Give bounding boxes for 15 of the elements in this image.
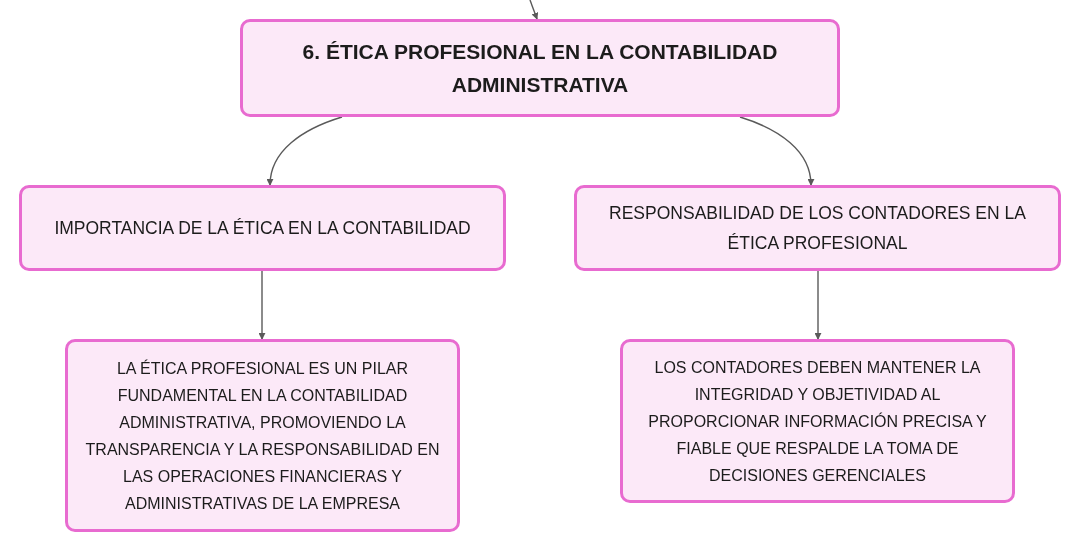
topic-box <box>240 19 840 117</box>
description-box <box>65 339 460 532</box>
node-label: RESPONSABILIDAD DE LOS CONTADORES EN LA ÉTICA PROFESIONAL <box>608 202 1027 255</box>
node-label: LA ÉTICA PROFESIONAL ES UN PILAR FUNDAMENTAL EN LA CONTABILIDAD ADMINISTRATIVA, PROMOVIENDO LA TRANSPARENCIA Y LA RESPONSABILIDAD EN LAS OPERACIONES FINANCIERAS Y ADMINISTRATIVAS DE LA EMPRESA <box>84 358 441 514</box>
subtopic-box <box>19 185 506 271</box>
connector-arrow <box>529 0 539 20</box>
connector-arrow <box>258 270 266 340</box>
description-box <box>620 339 1015 503</box>
connector-arrow <box>739 116 814 186</box>
node-label: IMPORTANCIA DE LA ÉTICA EN LA CONTABILIDAD <box>54 217 471 240</box>
topic-title: 6. ÉTICA PROFESIONAL EN LA CONTABILIDAD ADMINISTRATIVA <box>301 39 779 98</box>
node-label: LOS CONTADORES DEBEN MANTENER LA INTEGRIDAD Y OBJETIVIDAD AL PROPORCIONAR INFORMACIÓN PRECISA Y FIABLE QUE RESPALDE LA TOMA DE DECISIONES GERENCIALES <box>647 357 988 486</box>
subtopic-box <box>574 185 1061 271</box>
connector-arrow <box>267 116 343 186</box>
connector-arrow <box>814 270 822 340</box>
